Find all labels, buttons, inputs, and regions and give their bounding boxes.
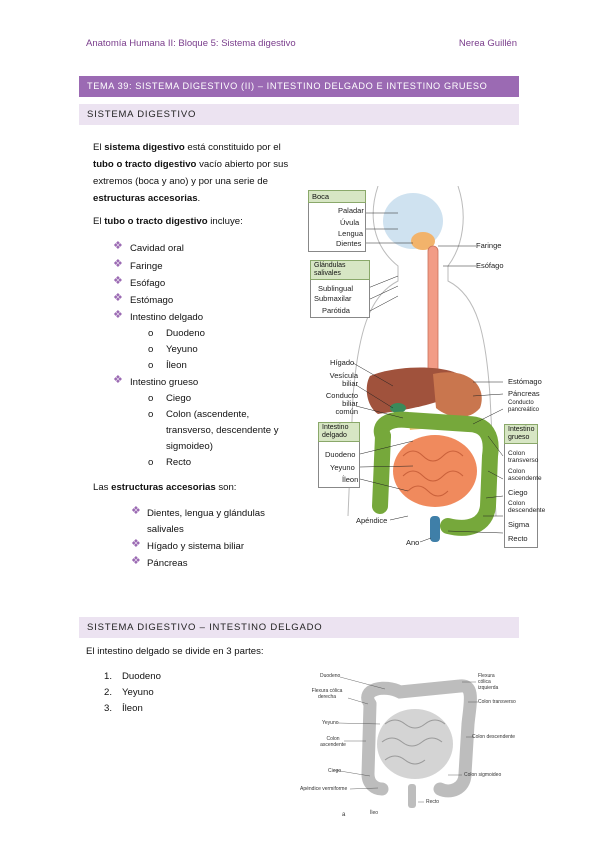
sub-list-item: transverso, descendente y (166, 425, 279, 436)
d2-ciego-label: Ciego (328, 768, 342, 774)
bullet-icon: ❖ (113, 374, 123, 386)
d2-duodeno-label: Duodeno (320, 673, 341, 679)
d2-flexura-izquierda-label: Flexura cólica izquierda (478, 673, 499, 691)
intro-paragraph: El sistema digestivo está constituido po… (93, 142, 289, 204)
d2-apendice-label: Apéndice vermiforme (300, 786, 348, 792)
submaxilar-label: Submaxilar (314, 294, 352, 303)
sub-bullet-icon: o (148, 328, 154, 339)
parotida-label: Parótida (322, 306, 350, 315)
list-number: 3. (104, 703, 113, 714)
sub-list-item: Ciego (166, 393, 192, 404)
sub-list-item: Colon (ascendente, (166, 409, 250, 420)
bullet-icon: ❖ (113, 309, 123, 321)
duodeno-label: Duodeno (325, 450, 356, 459)
d2-ileo-label: Íleo (370, 810, 379, 816)
intestine-diagram: Duodeno Flexura cólica derecha Yeyuno Co… (290, 664, 520, 824)
sub-list-item: sigmoideo) (166, 441, 213, 452)
sub-bullet-icon: o (148, 409, 154, 420)
conducto-pancreatico-label: Conducto pancreático (508, 400, 540, 413)
sub-bullet-icon: o (148, 393, 154, 404)
recto-label: Recto (508, 534, 528, 543)
esofago-label: Esófago (476, 261, 504, 270)
list-item: Páncreas (147, 558, 188, 569)
d2-colon-transverso-label: Colon transverso (478, 699, 516, 705)
sub-list-item: Yeyuno (166, 344, 198, 355)
list-item: Estómago (130, 295, 174, 306)
int-grueso-label: Intestino grueso (504, 424, 538, 444)
vesicula-label: Vesícula biliar (329, 371, 358, 388)
tubo-heading: El tubo o tracto digestivo incluye: (93, 216, 243, 227)
colon-descendente-label: Colon descendente (508, 500, 546, 514)
glandulas-label: Glándulas salivales (310, 260, 370, 280)
page-header: Anatomía Humana II: Bloque 5: Sistema di… (86, 38, 517, 49)
dientes-label: Dientes (336, 239, 362, 248)
ano-label: Ano (406, 538, 420, 547)
bullet-icon: ❖ (131, 538, 141, 550)
faringe-label: Faringe (476, 241, 502, 250)
intestine-illustration (333, 676, 478, 808)
lengua-label: Lengua (338, 229, 364, 238)
bullet-icon: ❖ (131, 555, 141, 567)
digestive-illustration (347, 185, 504, 543)
colon-ascendente-label: Colon ascendente (508, 468, 542, 482)
sub-list-item: Recto (166, 457, 192, 468)
higado-label: Hígado (330, 358, 355, 367)
sigma-label: Sigma (508, 520, 530, 529)
apendice-label: Apéndice (356, 516, 388, 525)
list-item: Esófago (130, 278, 166, 289)
list-item: Cavidad oral (130, 243, 184, 254)
list-item: Hígado y sistema biliar (147, 541, 245, 552)
sub-list-item: Íleon (166, 360, 187, 371)
uvula-label: Úvula (340, 218, 360, 227)
list-item: Faringe (130, 261, 163, 272)
yeyuno-label: Yeyuno (330, 463, 355, 472)
bullet-icon: ❖ (113, 258, 123, 270)
accesorias-heading: Las estructuras accesorias son: (93, 482, 237, 493)
list-item: Intestino grueso (130, 377, 199, 388)
list-item: Íleon (122, 703, 143, 714)
pancreas-label: Páncreas (508, 389, 540, 398)
int-grueso-box (504, 424, 538, 548)
section-title-2: SISTEMA DIGESTIVO – INTESTINO DELGADO (79, 617, 519, 638)
boca-label: Boca (308, 190, 366, 203)
list-item: Dientes, lengua y glándulas (147, 508, 265, 519)
estomago-label: Estómago (508, 377, 542, 386)
d2-colon-descendente-label: Colon descendente (472, 734, 516, 740)
d2-flexura-derecha-label: Flexura cólica derecha (311, 688, 343, 700)
bullet-icon: ❖ (113, 275, 123, 287)
header-title: Anatomía Humana II: Bloque 5: Sistema di… (86, 38, 296, 49)
bullet-icon: ❖ (131, 505, 141, 517)
list-item: salivales (147, 524, 184, 535)
bullet-icon: ❖ (113, 240, 123, 252)
list-item: Intestino delgado (130, 312, 204, 323)
d2-recto-label: Recto (426, 799, 440, 805)
sublingual-label: Sublingual (318, 284, 354, 293)
list-item: Duodeno (122, 671, 161, 682)
d2-a-label: a (342, 812, 346, 818)
paladar-label: Paladar (338, 206, 364, 215)
sub-bullet-icon: o (148, 360, 154, 371)
d2-colon-ascendente-label: Colon ascendente (320, 736, 346, 748)
list-number: 1. (104, 671, 113, 682)
digestive-system-diagram: Boca Paladar Úvula Lengua Dientes Faring… (308, 185, 546, 548)
conducto-label: Conducto biliar común (325, 391, 358, 416)
list-item: Yeyuno (122, 687, 154, 698)
delgado-intro: El intestino delgado se divide en 3 part… (86, 646, 264, 657)
int-delgado-label: Intestino delgado (318, 422, 360, 442)
d2-yeyuno-label: Yeyuno (322, 720, 339, 726)
d2-colon-sigmoideo-label: Colon sigmoideo (464, 772, 502, 778)
sub-list-item: Duodeno (166, 328, 205, 339)
tema-title: TEMA 39: SISTEMA DIGESTIVO (II) – INTEST… (79, 76, 519, 97)
list-number: 2. (104, 687, 113, 698)
sub-bullet-icon: o (148, 457, 154, 468)
colon-transverso-label: Colon transverso (508, 450, 539, 464)
section-title-1: SISTEMA DIGESTIVO (79, 104, 519, 125)
bullet-icon: ❖ (113, 292, 123, 304)
sub-bullet-icon: o (148, 344, 154, 355)
ileon-label: Íleon (342, 475, 359, 484)
ciego-label: Ciego (508, 488, 528, 497)
header-author: Nerea Guillén (458, 38, 517, 49)
